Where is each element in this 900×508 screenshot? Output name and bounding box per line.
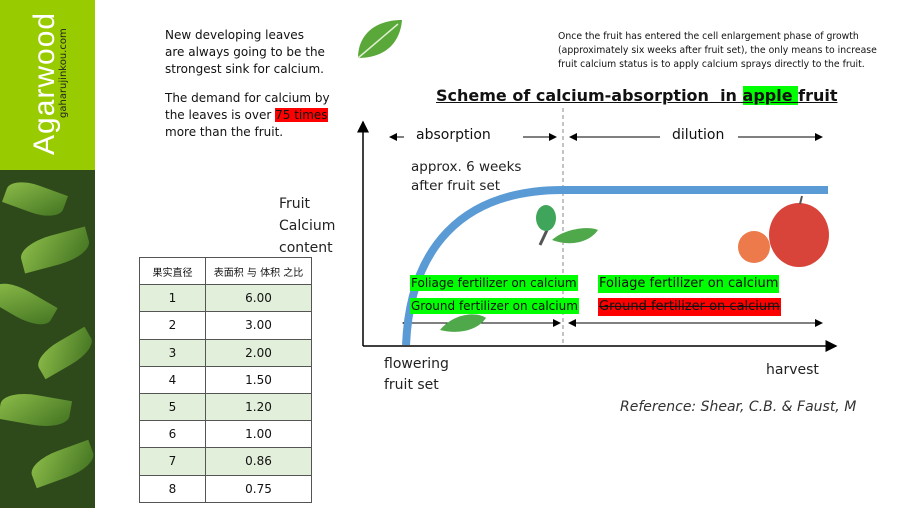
- note-demand: The demand for calcium by the leaves is …: [165, 90, 340, 141]
- y-axis-label: Fruit Calcium content: [279, 196, 336, 256]
- cell-diameter: 6: [139, 420, 206, 449]
- title-text: Scheme of calcium-absorption in: [436, 86, 743, 105]
- left-foliage-fertilizer: Foliage fertilizer on calcium: [410, 275, 578, 291]
- sidebar: Agarwood gaharujinkou.com: [0, 0, 95, 508]
- note-cell-enlargement: Once the fruit has entered the cell enla…: [558, 31, 877, 70]
- header-diameter: 果实直径: [139, 256, 206, 286]
- apple-icon: [738, 195, 829, 267]
- cell-ratio: 1.20: [205, 392, 312, 422]
- x-axis-end-label: harvest: [766, 362, 819, 378]
- cell-diameter: 4: [139, 365, 206, 394]
- note-highlight-75-times: 75 times: [275, 108, 328, 122]
- title-highlight: apple: [742, 86, 799, 105]
- note-leaves-sink: New developing leaves are always going t…: [165, 28, 325, 76]
- cell-ratio: 1.50: [205, 365, 312, 394]
- note-demand-text: The demand for calcium by the leaves is …: [165, 91, 330, 122]
- x-axis-start-label: flowering fruit set: [384, 356, 449, 393]
- cell-diameter: 5: [139, 392, 206, 422]
- cell-diameter: 3: [139, 338, 206, 367]
- title-text-end: fruit: [798, 86, 838, 105]
- right-foliage-fertilizer: Foliage fertilizer on calcium: [598, 275, 780, 293]
- brand-band: [0, 0, 95, 170]
- header-ratio: 表面积 与 体积 之比: [205, 256, 312, 286]
- cell-ratio: 1.00: [205, 420, 312, 449]
- cell-ratio: 2.00: [205, 338, 312, 367]
- cell-ratio: 0.86: [205, 447, 312, 476]
- cell-ratio: 0.75: [205, 474, 312, 503]
- cell-ratio: 6.00: [205, 284, 312, 313]
- cell-ratio: 3.00: [205, 311, 312, 340]
- six-weeks-annotation: approx. 6 weeks after fruit set: [411, 159, 522, 194]
- diagram-title: Scheme of calcium-absorption in apple fr…: [436, 86, 838, 105]
- note-demand-text-end: more than the fruit.: [165, 125, 284, 139]
- young-fruit-icon: [536, 205, 598, 246]
- phase-absorption-label: absorption: [412, 127, 495, 143]
- left-ground-fertilizer: Ground fertilizer on calcium: [410, 298, 579, 314]
- cell-diameter: 8: [139, 474, 206, 503]
- cell-diameter: 1: [139, 284, 206, 313]
- phase-dilution-label: dilution: [666, 127, 731, 143]
- right-ground-fertilizer: Ground fertilizer on calcium: [598, 298, 781, 316]
- cell-diameter: 2: [139, 311, 206, 340]
- leaf-icon: [357, 20, 402, 59]
- table-header: 果实直径 表面积 与 体积 之比: [139, 256, 312, 286]
- leaf-sprout-icon: [440, 314, 486, 332]
- cell-diameter: 7: [139, 447, 206, 476]
- reference: Reference: Shear, C.B. & Faust, M: [620, 399, 857, 415]
